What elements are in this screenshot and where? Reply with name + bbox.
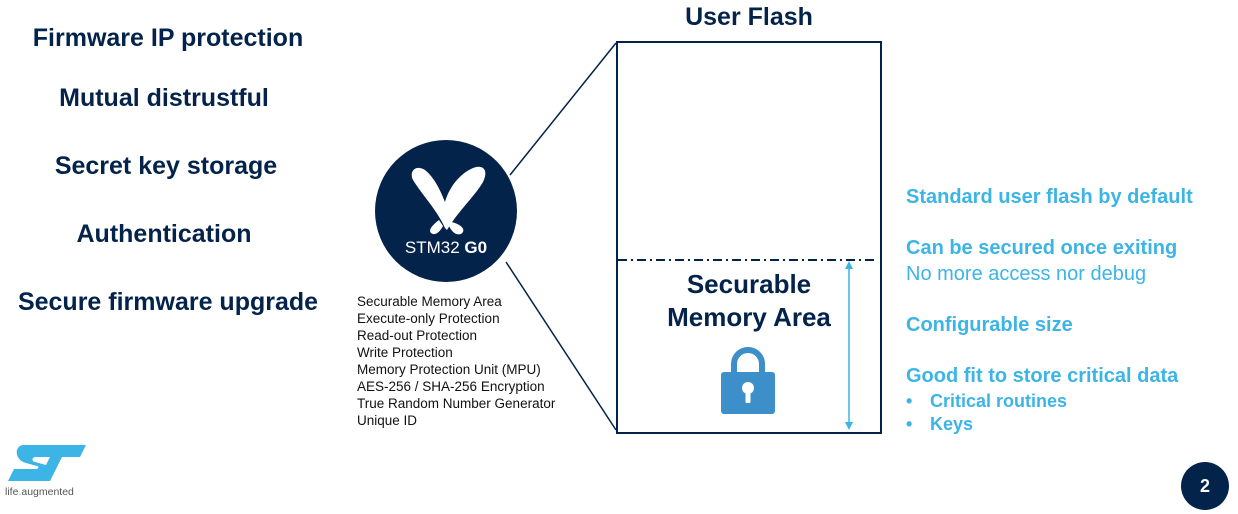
bullet-critical-routines: • Critical routines xyxy=(906,391,1067,412)
secure-label-line1: Securable xyxy=(686,269,812,299)
chip-label: STM32 G0 xyxy=(375,238,517,258)
right-item-good-fit: Good fit to store critical data xyxy=(906,365,1179,387)
bullet-keys: • Keys xyxy=(906,414,973,435)
chip-label-main: STM32 xyxy=(404,238,460,257)
left-item-mutual-distrustful: Mutual distrustful xyxy=(59,84,269,112)
feature-item: Read-out Protection xyxy=(357,328,478,343)
tagline-separator: . xyxy=(18,486,22,498)
size-arrow-head-top xyxy=(845,261,853,269)
feature-item: AES-256 / SHA-256 Encryption xyxy=(357,379,545,394)
bullet-dot: • xyxy=(906,414,913,434)
right-item-no-more-access: No more access nor debug xyxy=(906,263,1147,285)
zoom-line-bottom xyxy=(505,261,617,431)
chip-label-suffix: G0 xyxy=(464,238,488,257)
left-item-authentication: Authentication xyxy=(76,220,252,248)
bullet-dot: • xyxy=(906,391,913,411)
user-flash-box xyxy=(616,41,882,434)
right-item-configurable-size: Configurable size xyxy=(906,314,1073,336)
feature-item: Memory Protection Unit (MPU) xyxy=(357,362,541,377)
tagline-prefix: life xyxy=(5,486,19,498)
feature-list: Securable Memory Area Execute-only Prote… xyxy=(357,293,555,429)
right-item-standard-flash: Standard user flash by default xyxy=(906,186,1193,208)
feature-item: Write Protection xyxy=(357,345,453,360)
left-item-secure-firmware-upgrade: Secure firmware upgrade xyxy=(17,288,319,316)
page-number-badge: 2 xyxy=(1181,462,1229,510)
securable-memory-area-label: Securable Memory Area xyxy=(616,268,882,334)
size-arrow-head-bottom xyxy=(845,422,853,430)
secure-label-line2: Memory Area xyxy=(667,302,831,332)
left-item-firmware-ip: Firmware IP protection xyxy=(32,24,304,52)
right-item-can-be-secured: Can be secured once exiting xyxy=(906,237,1178,259)
zoom-line-top xyxy=(509,42,617,176)
butterfly-icon xyxy=(411,166,486,235)
user-flash-title: User Flash xyxy=(685,3,813,31)
bullet-text: Keys xyxy=(930,414,974,434)
feature-item: Securable Memory Area xyxy=(357,294,502,309)
feature-item: Execute-only Protection xyxy=(357,311,500,326)
left-item-secret-key: Secret key storage xyxy=(54,152,278,180)
st-tagline: life.augmented xyxy=(5,486,74,498)
padlock-icon xyxy=(721,347,775,414)
bullet-text: Critical routines xyxy=(930,391,1068,411)
st-logo xyxy=(8,445,86,481)
feature-item: True Random Number Generator xyxy=(357,396,556,411)
feature-item: Unique ID xyxy=(357,413,418,428)
stm32-g0-chip: STM32 G0 xyxy=(375,140,517,282)
tagline-suffix: augmented xyxy=(21,486,74,498)
